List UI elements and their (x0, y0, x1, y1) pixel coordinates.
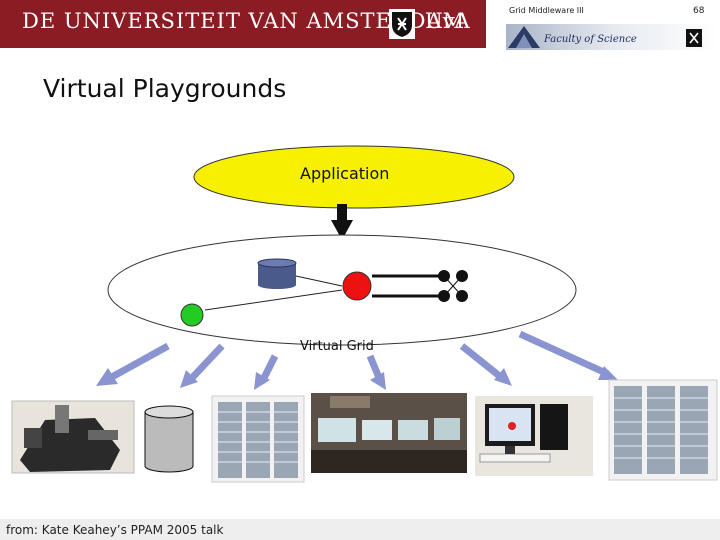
storage-link (295, 275, 343, 287)
application-ellipse (193, 145, 515, 209)
arrowhead (598, 366, 618, 380)
arrowhead (254, 372, 270, 390)
footer: from: Kate Keahey’s PPAM 2005 talk (0, 519, 720, 540)
slide-title: Virtual Playgrounds (43, 74, 287, 103)
university-banner: DE UNIVERSITEIT VAN AMSTERDAM UvA (0, 0, 486, 48)
black-node (456, 290, 468, 302)
down-arrow-shaft (337, 204, 347, 222)
mapping-arrow (518, 330, 610, 378)
storage-cylinder-photo (144, 405, 194, 473)
server-rack-photo (211, 395, 305, 483)
arrowhead (180, 370, 198, 388)
mapping-arrow (187, 343, 225, 383)
workstation-photo (475, 396, 593, 476)
source-credit: from: Kate Keahey’s PPAM 2005 talk (6, 523, 224, 537)
slide-number: 68 (693, 6, 705, 16)
course-title: Grid Middleware III (509, 6, 584, 15)
green-node (180, 303, 204, 327)
down-arrow-head (331, 220, 353, 240)
red-node (342, 271, 372, 301)
faculty-banner (506, 24, 718, 50)
black-node (456, 270, 468, 282)
green-link (204, 289, 343, 311)
arrowhead (370, 372, 386, 390)
faculty-name: Faculty of Science (544, 34, 637, 45)
control-room-photo (311, 393, 467, 473)
black-node (438, 270, 450, 282)
server-rack-photo (608, 379, 718, 481)
arrowhead (96, 368, 118, 386)
storage-node (257, 258, 297, 289)
lab-instrument-photo (11, 400, 135, 474)
application-label: Application (300, 164, 390, 183)
uva-crest-icon (389, 9, 415, 39)
university-abbreviation: UvA (425, 9, 470, 33)
arrowhead (494, 368, 512, 386)
mapping-arrow (459, 343, 505, 381)
mapping-arrow (108, 342, 170, 382)
virtual-grid-label: Virtual Grid (300, 339, 374, 354)
black-node (438, 290, 450, 302)
